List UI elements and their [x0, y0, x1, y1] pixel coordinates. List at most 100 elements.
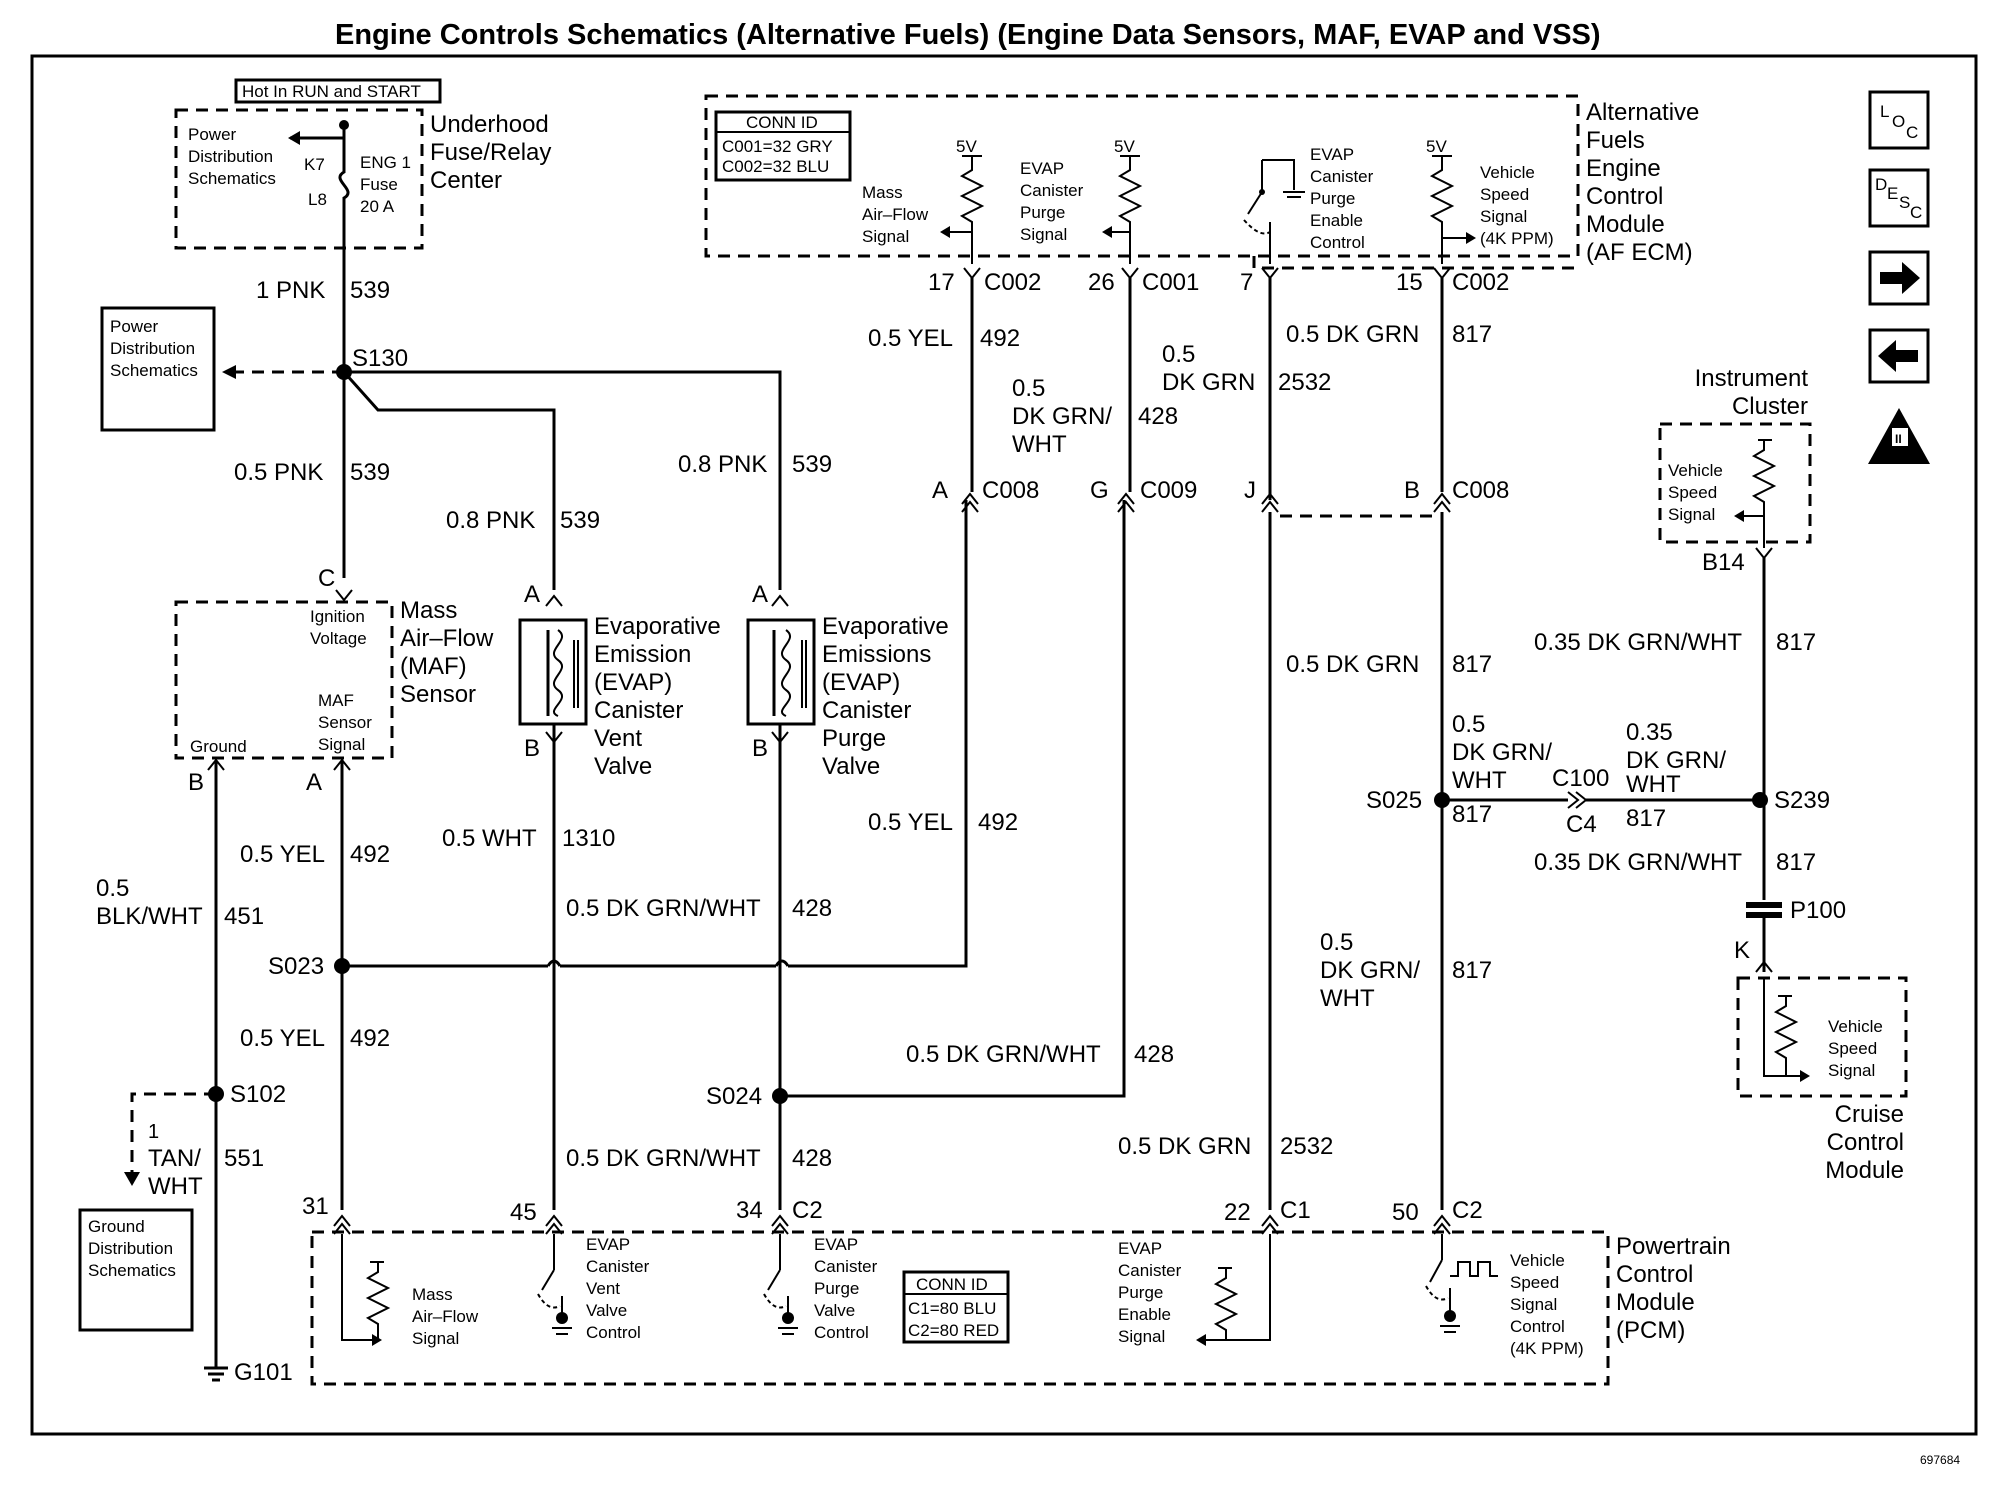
c002-label-a: C002	[984, 269, 1041, 296]
k7-label: K7	[304, 155, 325, 174]
arrow-left-icon	[1878, 340, 1918, 372]
svg-text:S: S	[1899, 193, 1910, 212]
pcm-pin-34: 34	[736, 1197, 763, 1224]
af-ecm-purge-enable-switch	[1243, 159, 1305, 264]
vent-pin-b: B	[524, 735, 540, 762]
wire-035dkgrnwht-b: 0.35 DK GRN/WHT	[1534, 629, 1742, 656]
wire-05yel-a: 0.5 YEL	[240, 841, 325, 868]
wire-1pnk: 1 PNK	[256, 277, 325, 304]
pin-k: K	[1734, 937, 1750, 964]
diagram-frame	[30, 54, 1978, 1436]
arrow-left-icon	[288, 131, 300, 145]
wire-1310: 1310	[562, 825, 615, 852]
pcm-maf-resistor	[341, 1234, 391, 1346]
wire-492-c: 492	[980, 325, 1020, 352]
wire-817-f: 817	[1776, 629, 1816, 656]
ground-icon	[204, 1366, 228, 1382]
svg-text:5V: 5V	[1426, 137, 1447, 156]
pin-17: 17	[928, 269, 955, 296]
ground-dist-box	[78, 1208, 194, 1332]
s130-label: S130	[352, 345, 408, 372]
next-page-button[interactable]	[1868, 250, 1930, 306]
cruise-module-box	[1736, 976, 1908, 1098]
vent-valve-box	[518, 618, 588, 726]
s024-label: S024	[706, 1083, 762, 1110]
pcm-pin-31: 31	[302, 1193, 329, 1220]
pcm-c2-label-b: C2	[1452, 1197, 1483, 1224]
arrow-left-icon	[222, 365, 236, 379]
svg-text:C001=32 GRY: C001=32 GRY	[722, 137, 833, 156]
desc-button[interactable]: D E S C	[1868, 168, 1930, 228]
pcm-vss-switch	[1425, 1234, 1498, 1333]
wire-05dkgrn-c: 0.5 DK GRN	[1286, 651, 1419, 678]
maf-pin-b: B	[188, 769, 204, 796]
wire-817-c: 817	[1452, 801, 1492, 828]
svg-text:5V: 5V	[1114, 137, 1135, 156]
svg-text:CONN ID: CONN ID	[746, 113, 818, 132]
cluster-resistor	[1734, 439, 1777, 548]
cruise-resistor	[1763, 978, 1810, 1082]
wire-492-b: 492	[350, 1025, 390, 1052]
prev-page-button[interactable]	[1868, 328, 1930, 384]
svg-text:II: II	[1895, 432, 1902, 446]
pin-15: 15	[1396, 269, 1423, 296]
pcm-c2-label-a: C2	[792, 1197, 823, 1224]
s102-label: S102	[230, 1081, 286, 1108]
pin-26: 26	[1088, 269, 1115, 296]
svg-text:OBD II: OBD II	[1884, 449, 1920, 463]
c4-label: C4	[1566, 811, 1597, 838]
svg-text:C: C	[1906, 123, 1918, 142]
pcm-pin-50: 50	[1392, 1199, 1419, 1226]
power-dist-box	[100, 306, 216, 432]
wire-05dkgrn-vss: 0.5 DK GRN	[1286, 321, 1419, 348]
l8-label: L8	[308, 190, 327, 209]
maf-pin-c: C	[318, 565, 335, 592]
wire-428-c: 428	[792, 1145, 832, 1172]
page-title: Engine Controls Schematics (Alternative …	[335, 19, 1601, 51]
g101-label: G101	[234, 1359, 293, 1386]
af-ecm-purge-resistor: 5V	[1102, 137, 1143, 264]
wire-dkgrnwht-b: 0.5 DK GRN/WHT	[906, 1041, 1101, 1068]
loc-button[interactable]: L O C	[1868, 90, 1930, 150]
wire-2532-ecm: 2532	[1278, 369, 1331, 396]
p100-connector	[1746, 902, 1782, 918]
c002-label-b: C002	[1452, 269, 1509, 296]
pcm-pin-45: 45	[510, 1199, 537, 1226]
svg-text:5V: 5V	[956, 137, 977, 156]
svg-text:E: E	[1887, 184, 1898, 203]
c100-label: C100	[1552, 765, 1609, 792]
purge-pin-b: B	[752, 735, 768, 762]
wire-492-a: 492	[350, 841, 390, 868]
wire-428-ecm: 428	[1138, 403, 1178, 430]
vent-pin-a: A	[524, 581, 540, 608]
af-ecm-vss-resistor: 5V	[1426, 137, 1476, 264]
c001-label: C001	[1142, 269, 1199, 296]
wire-08pnk-b: 0.8 PNK	[678, 451, 767, 478]
pcm-pin-22: 22	[1224, 1199, 1251, 1226]
obd-ii-icon[interactable]: II OBD II	[1868, 408, 1930, 464]
purge-valve-box	[746, 618, 816, 726]
maf-pin-a: A	[306, 769, 322, 796]
pcm-purge-enable-resistor	[1196, 1234, 1271, 1346]
svg-text:O: O	[1892, 112, 1905, 131]
